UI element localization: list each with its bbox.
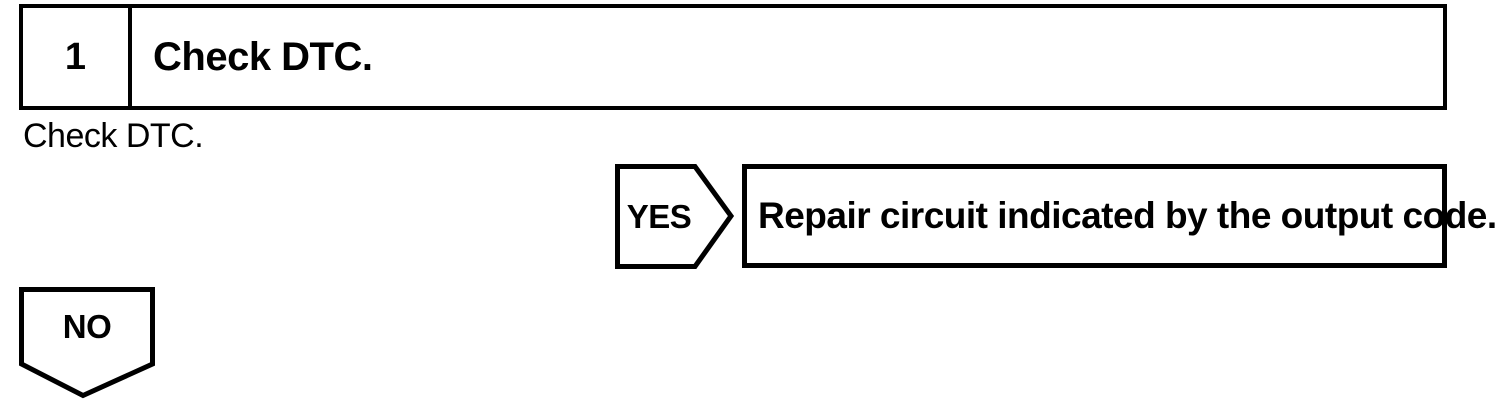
yes-connector: YES xyxy=(615,164,735,269)
step-number: 1 xyxy=(23,8,132,106)
yes-action-box: Repair circuit indicated by the output c… xyxy=(742,164,1497,268)
step-header-box: 1 Check DTC. xyxy=(19,4,1447,110)
yes-action-text: Repair circuit indicated by the output c… xyxy=(758,195,1497,236)
no-arrow-polygon xyxy=(19,287,155,399)
yes-arrow-shape xyxy=(615,164,735,269)
no-label: NO xyxy=(62,308,112,345)
instruction-text: Check DTC. xyxy=(23,117,204,155)
no-arrow-shape xyxy=(19,287,155,399)
yes-arrow-polygon xyxy=(615,164,735,269)
step-title: Check DTC. xyxy=(153,34,373,79)
yes-label: YES xyxy=(626,197,692,235)
no-connector: NO xyxy=(19,287,155,399)
